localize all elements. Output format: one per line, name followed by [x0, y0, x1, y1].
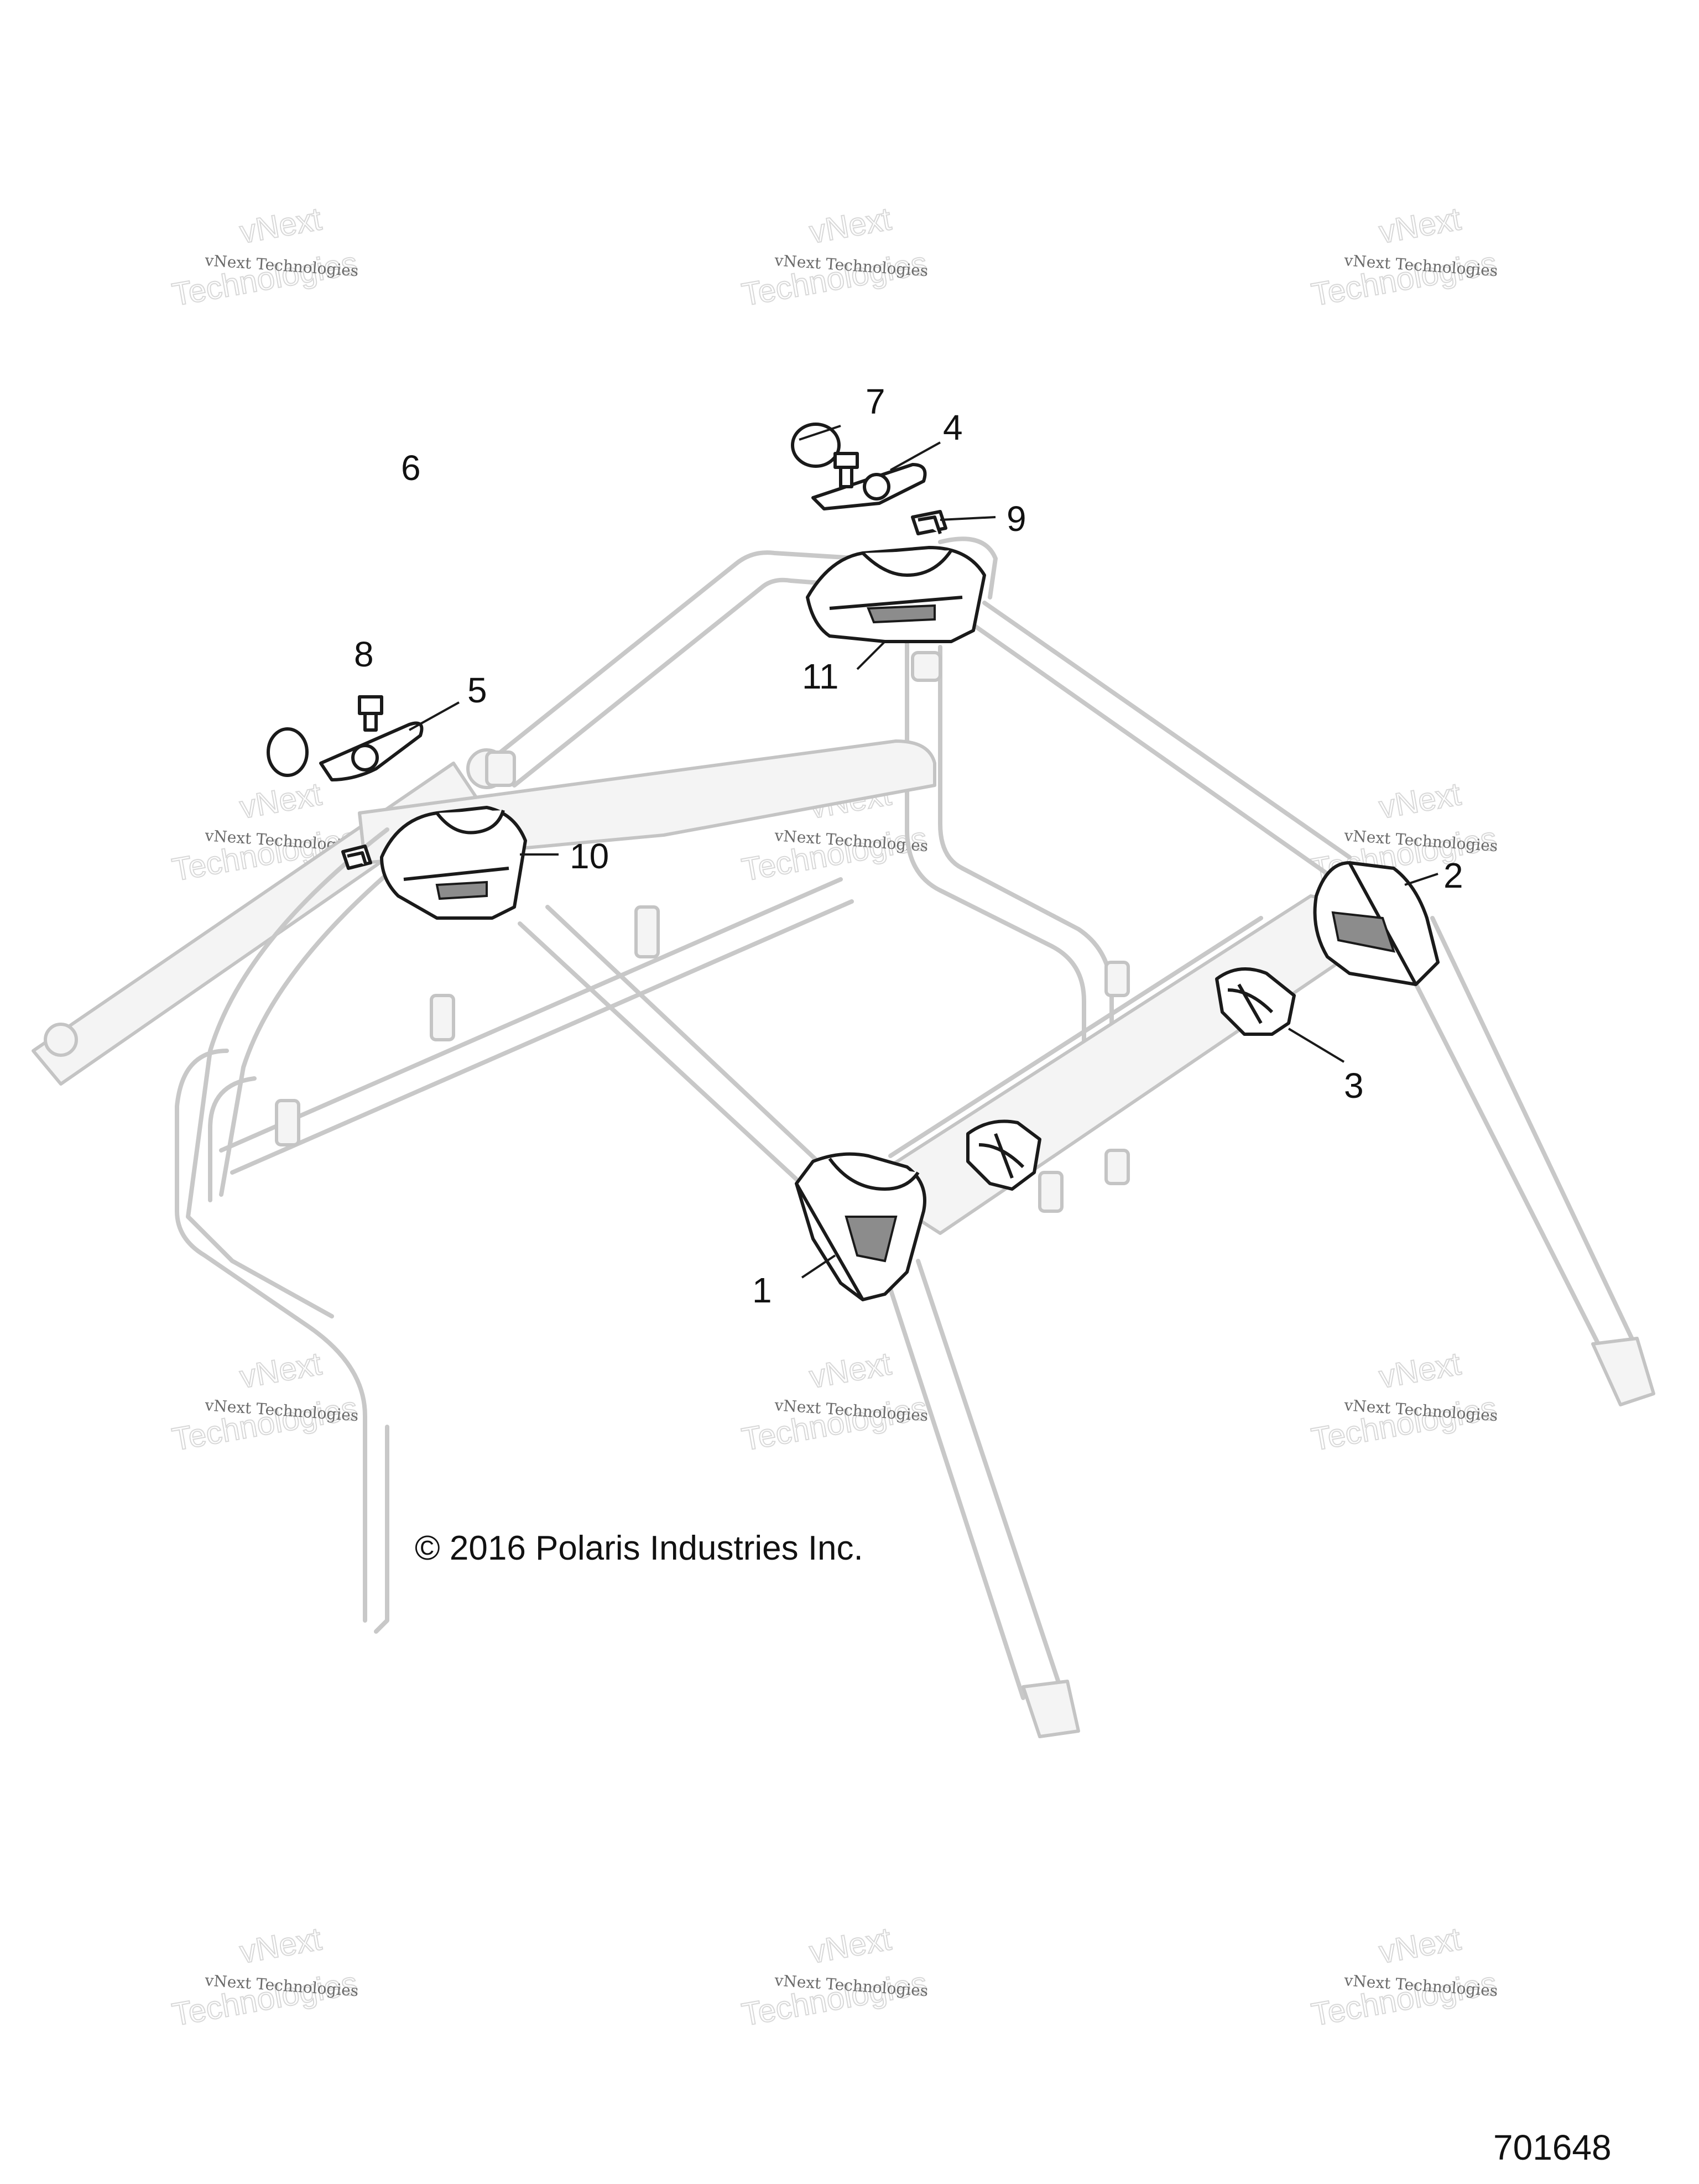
left-clip: [341, 845, 372, 870]
right-front-pillar: [1430, 916, 1639, 1352]
leader-3: [1288, 1028, 1345, 1063]
windshield-header-edge: [888, 916, 1263, 1158]
part-4-bolt: [833, 452, 859, 488]
rear-top-tube: [484, 550, 865, 765]
part-3-right-inner-bracket: [1215, 967, 1296, 1036]
front-cross-bar: [219, 877, 843, 1153]
watermark-large-line-1: vNext: [237, 1921, 324, 1971]
mount-tab: [1038, 1171, 1064, 1213]
watermark-large-line-1: vNext: [237, 776, 324, 826]
watermark-large-line-1: vNext: [1377, 1346, 1463, 1395]
leader-5: [409, 701, 460, 731]
rear-center-upright: [905, 639, 1086, 1103]
callout-4: 4: [943, 408, 963, 447]
left-front-upright-lower: [374, 1425, 389, 1634]
center-front-pillar-edge: [916, 1259, 1064, 1695]
callout-7: 7: [866, 382, 885, 421]
left-front-upright-edge: [208, 1076, 257, 1202]
callout-10: 10: [570, 836, 609, 876]
callout-2: 2: [1443, 856, 1463, 895]
leader-1: [801, 1254, 836, 1279]
leader-4: [890, 441, 941, 471]
part-11-rear-center-cup: [806, 546, 986, 643]
left-tube-clamp: [44, 1023, 78, 1057]
callout-9: 9: [1007, 499, 1026, 539]
leader-9: [940, 516, 996, 521]
right-front-pillar-edge: [1391, 938, 1606, 1357]
watermark-large-line-1: vNext: [1377, 776, 1463, 826]
diagonal-brace: [518, 921, 815, 1197]
mount-tab: [1104, 1149, 1130, 1185]
left-front-loop: [186, 827, 389, 1318]
right-pillar-foot: [1591, 1337, 1655, 1406]
leader-7: [799, 425, 841, 441]
left-front-loop-edge: [219, 844, 423, 1197]
rear-top-tube-edge: [512, 577, 865, 788]
center-inner-bracket: [966, 1119, 1041, 1191]
mount-tab: [634, 905, 660, 958]
part-2-front-right-cup: [1313, 861, 1440, 986]
watermark-large-line-1: vNext: [807, 201, 894, 251]
diagonal-brace-edge: [545, 905, 832, 1175]
callout-8: 8: [354, 634, 374, 674]
center-front-pillar: [883, 1270, 1025, 1700]
part-6-ring: [267, 727, 309, 777]
callout-1: 1: [752, 1270, 772, 1310]
front-cross-bar-edge: [230, 899, 854, 1175]
drawing-number: 701648: [1493, 2128, 1612, 2167]
center-pillar-foot: [1022, 1680, 1080, 1738]
callout-6: 6: [401, 448, 421, 488]
part-5-left-bracket: [319, 721, 424, 781]
part-7-ring: [791, 423, 841, 468]
part-10-left-rear-cup: [380, 806, 527, 920]
mount-tab: [911, 651, 942, 682]
part-4-upper-bracket: [811, 463, 927, 510]
callout-3: 3: [1344, 1066, 1364, 1106]
right-top-tube: [982, 601, 1352, 859]
mount-tab: [485, 750, 516, 787]
parts: [267, 423, 1440, 1301]
mount-tab: [1104, 961, 1130, 997]
rear-top-tube-corner: [938, 536, 998, 600]
part-8-bolt: [358, 695, 383, 732]
part-9-clip: [911, 510, 947, 535]
watermark-large-line-1: vNext: [1377, 201, 1463, 251]
watermark-large-line-1: vNext: [1377, 1921, 1463, 1971]
watermark-large-line-1: vNext: [237, 1346, 324, 1395]
callout-11: 11: [802, 656, 838, 696]
watermark-large-line-1: vNext: [807, 1346, 894, 1395]
copyright-notice: © 2016 Polaris Industries Inc.: [415, 1529, 863, 1567]
left-front-upright: [175, 1049, 367, 1623]
leader-2: [1404, 873, 1439, 886]
right-top-tube-edge: [971, 623, 1330, 876]
watermark-large-line-1: vNext: [237, 201, 324, 251]
callouts: 1 2 3 4 5 6 7 8 9 10 11: [354, 382, 1463, 1310]
part-1-front-left-cup: [795, 1152, 926, 1301]
watermark-large-line-1: vNext: [807, 1921, 894, 1971]
leader-11: [856, 640, 886, 670]
leader-lines: [409, 425, 1439, 1279]
mount-tab: [275, 1099, 300, 1146]
callout-5: 5: [467, 670, 487, 710]
mount-tab: [430, 994, 455, 1041]
